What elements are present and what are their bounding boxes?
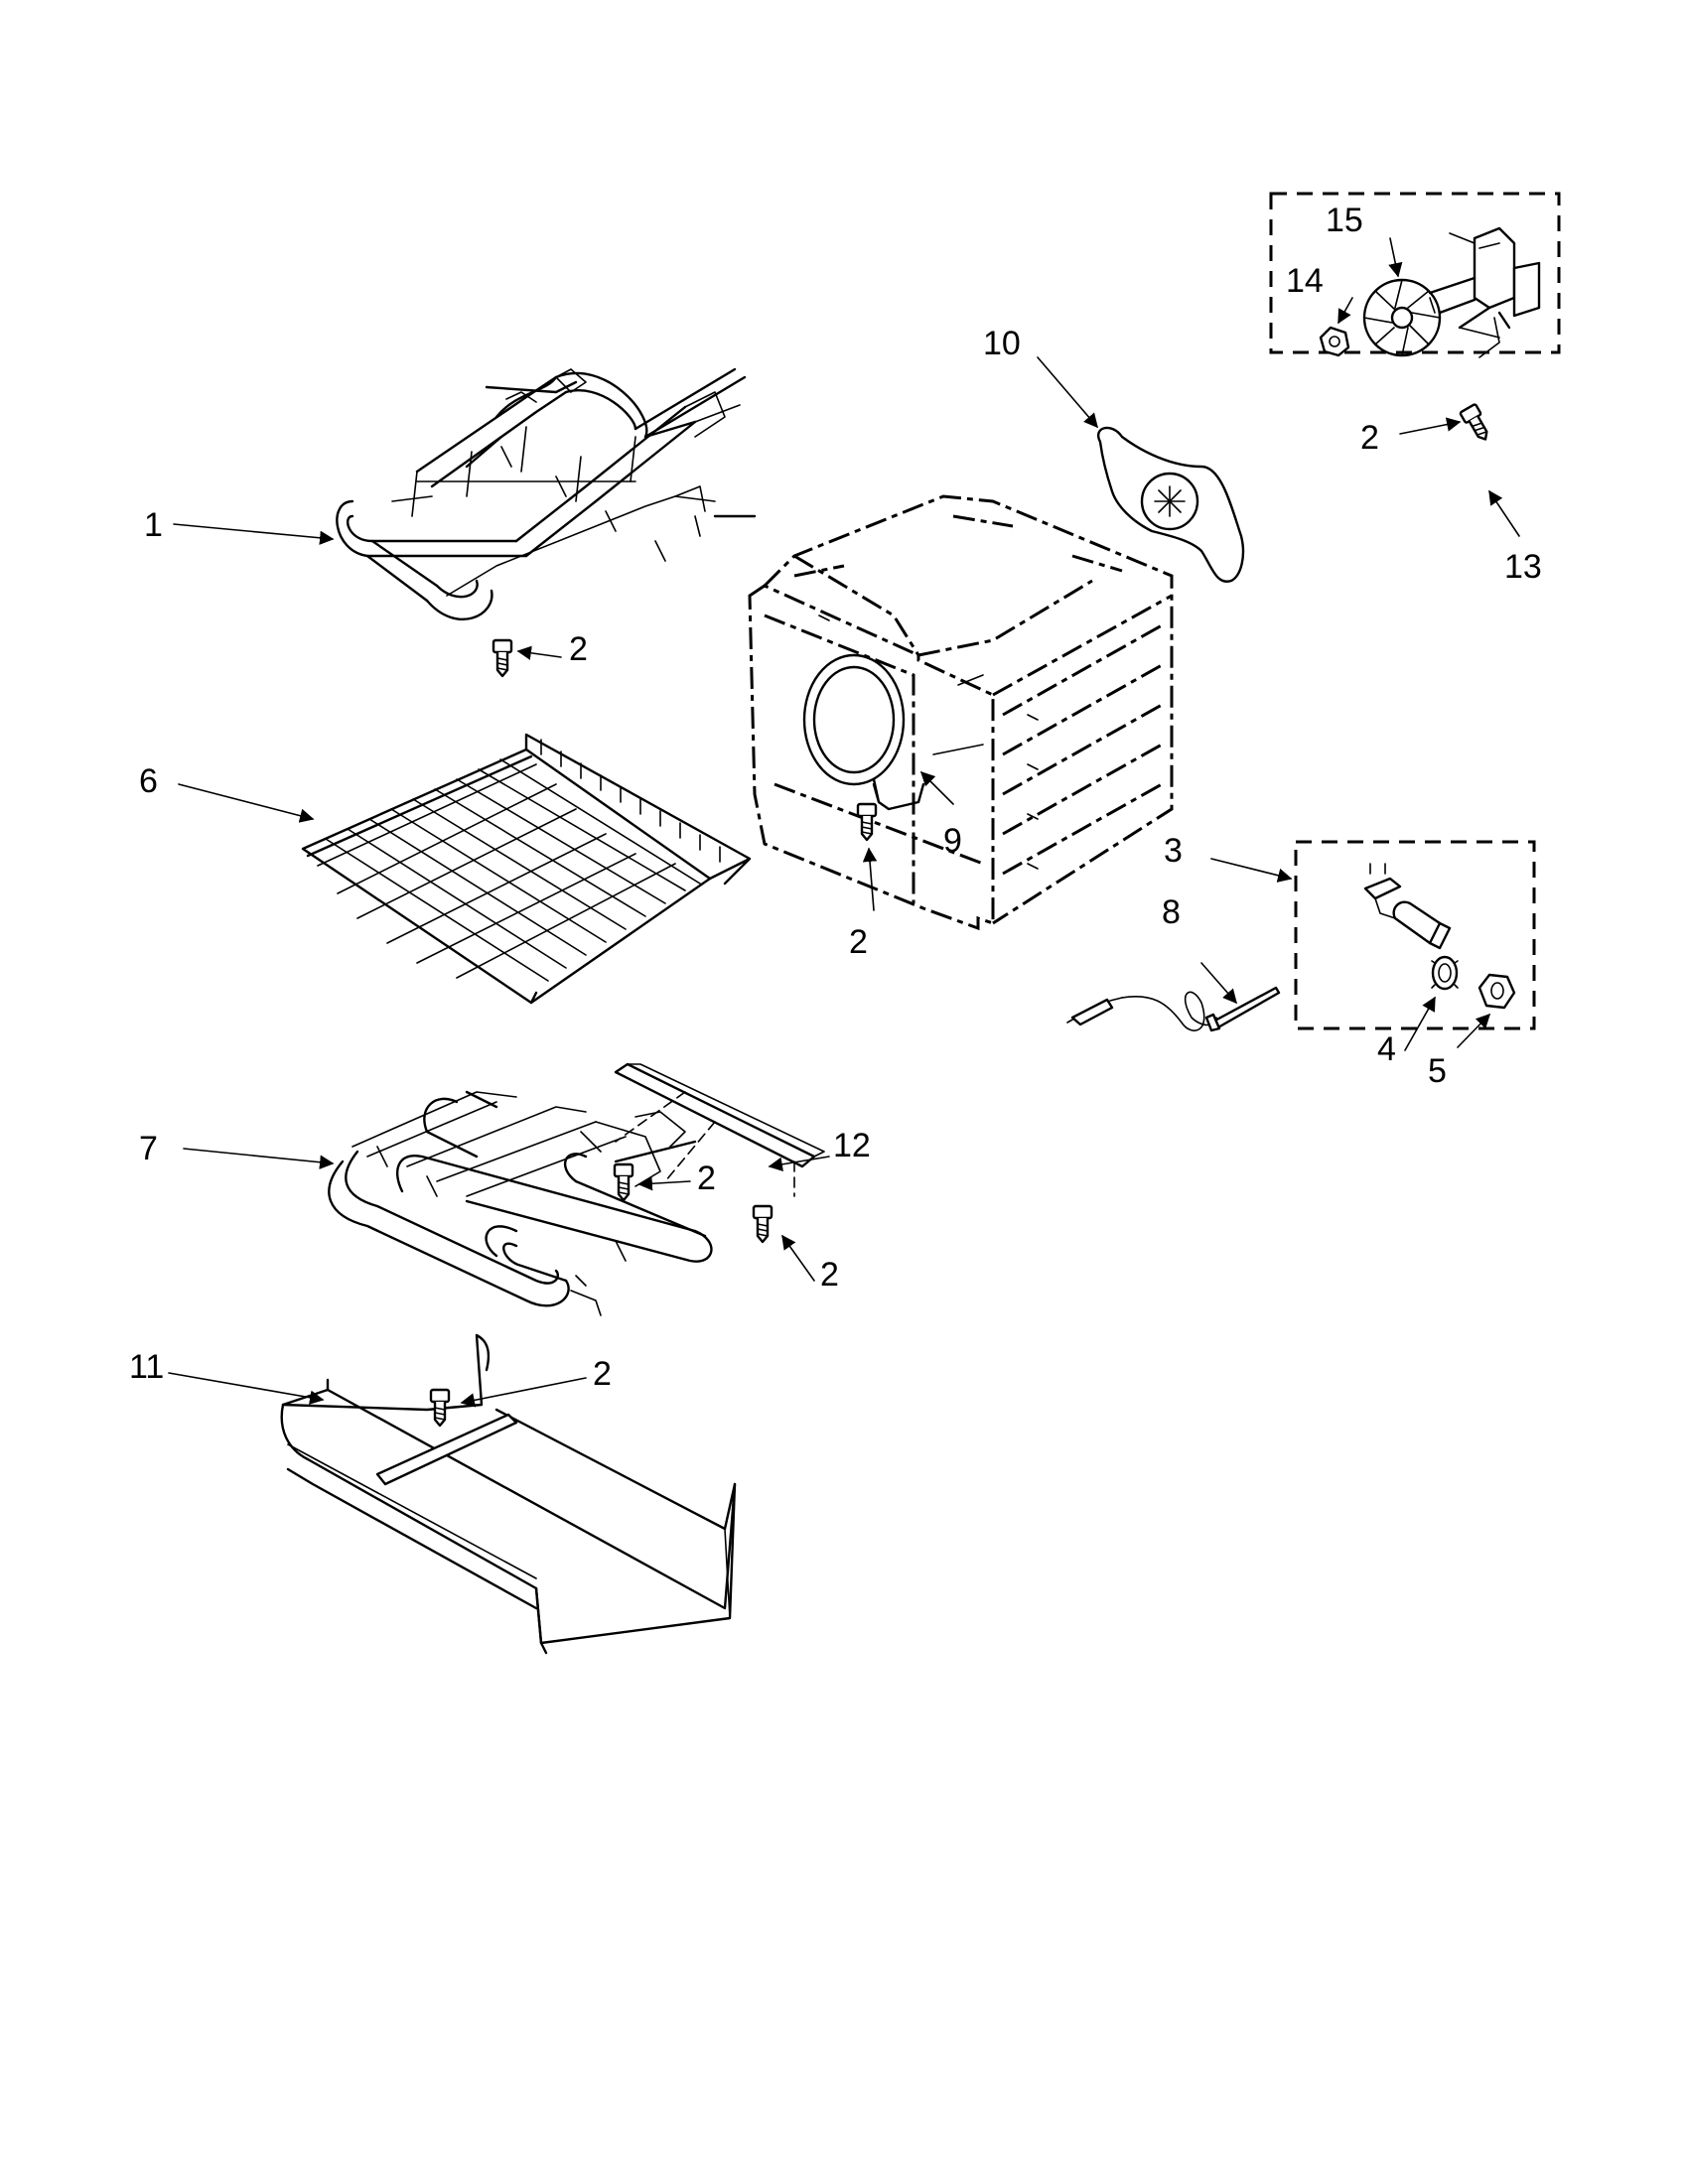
fan-blade-icon — [1362, 278, 1442, 357]
leader-lines — [168, 237, 1520, 1408]
oven-rack-icon — [301, 733, 752, 1005]
callout-2: 2 — [697, 1160, 716, 1197]
screw-icon — [613, 1162, 634, 1202]
meat-probe-icon — [1066, 986, 1281, 1032]
nut-icon — [1477, 973, 1516, 1010]
bottom-panel-icon — [280, 1333, 737, 1655]
callout-13: 13 — [1504, 548, 1542, 586]
callout-14: 14 — [1286, 262, 1324, 300]
callout-7: 7 — [139, 1130, 158, 1167]
screw-icon — [1459, 402, 1494, 446]
screw-icon — [752, 1204, 774, 1244]
screw-icon — [856, 802, 878, 842]
callout-4: 4 — [1377, 1030, 1396, 1068]
element-bracket-icon — [614, 1062, 825, 1197]
callout-11: 11 — [129, 1348, 164, 1386]
broil-element-icon — [336, 367, 757, 620]
callout-15: 15 — [1326, 202, 1363, 239]
callout-2: 2 — [849, 923, 868, 961]
kit-group-box — [1269, 192, 1561, 354]
callout-2: 2 — [593, 1355, 612, 1393]
sensor-icon — [1363, 863, 1452, 950]
lock-washer-icon — [1431, 955, 1459, 991]
callout-2: 2 — [569, 630, 588, 668]
callout-8: 8 — [1162, 893, 1181, 931]
sensor-kit-box — [1294, 840, 1536, 1030]
screw-icon — [492, 638, 513, 678]
oven-cavity-icon — [748, 494, 1174, 931]
callout-labels: 1 2 6 7 2 2 12 11 2 2 9 10 14 15 2 13 3 … — [129, 202, 1542, 1393]
callout-1: 1 — [144, 506, 163, 544]
nut-icon — [1319, 326, 1350, 357]
callout-5: 5 — [1428, 1052, 1447, 1090]
callout-2: 2 — [1360, 419, 1379, 457]
bake-element-icon — [328, 1090, 713, 1316]
convection-motor-icon — [1428, 226, 1541, 358]
convection-fan-guard-icon — [1097, 426, 1245, 583]
callout-9: 9 — [943, 822, 962, 860]
callout-3: 3 — [1164, 832, 1183, 870]
callout-12: 12 — [833, 1127, 871, 1164]
callout-6: 6 — [139, 762, 158, 800]
callout-2: 2 — [820, 1256, 839, 1294]
callout-10: 10 — [983, 325, 1021, 362]
